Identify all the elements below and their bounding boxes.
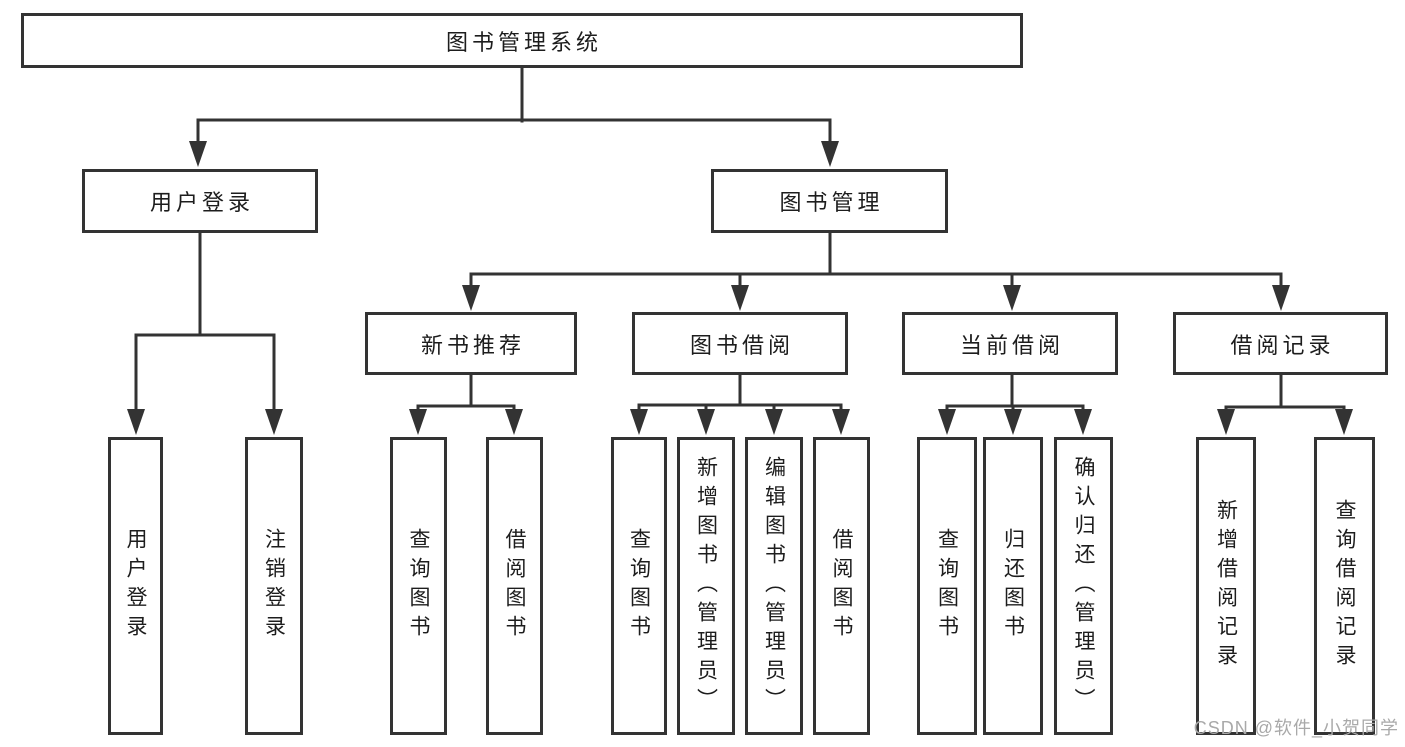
arrow-down-icon (697, 409, 715, 435)
node-label: 新增图书（管理员） (694, 455, 718, 717)
node-label: 图书管理系统 (445, 29, 602, 55)
leaf-query-books-recommend: 查询图书 (390, 437, 447, 735)
leaf-query-books-current: 查询图书 (917, 437, 977, 735)
leaf-add-books-admin: 新增图书（管理员） (677, 437, 735, 735)
arrow-down-icon (409, 409, 427, 435)
node-borrowing-records: 借阅记录 (1173, 312, 1388, 375)
node-user-login: 用户登录 (82, 169, 318, 233)
node-label: 查询图书 (407, 528, 431, 644)
csdn-watermark: CSDN @软件_小贺同学 (1193, 718, 1399, 738)
arrow-down-icon (821, 141, 839, 167)
node-label: 查询图书 (627, 528, 651, 644)
node-label: 当前借阅 (959, 332, 1064, 358)
arrow-down-icon (1217, 409, 1235, 435)
arrow-down-icon (462, 285, 480, 311)
node-book-borrowing: 图书借阅 (632, 312, 848, 375)
arrow-down-icon (127, 409, 145, 435)
leaf-edit-books-admin: 编辑图书（管理员） (745, 437, 803, 735)
node-label: 注销登录 (262, 528, 286, 644)
node-label: 归还图书 (1001, 528, 1025, 644)
arrow-down-icon (630, 409, 648, 435)
connector-line (637, 373, 843, 417)
node-label: 借阅图书 (503, 528, 527, 644)
node-label: 新书推荐 (420, 332, 525, 358)
node-label: 查询图书 (935, 528, 959, 644)
node-label: 新增借阅记录 (1214, 499, 1238, 673)
arrow-down-icon (1335, 409, 1353, 435)
leaf-logout: 注销登录 (245, 437, 303, 735)
leaf-query-borrow-record: 查询借阅记录 (1314, 437, 1375, 735)
arrow-down-icon (1004, 409, 1022, 435)
node-new-book-recommendation: 新书推荐 (365, 312, 577, 375)
node-label: 查询借阅记录 (1333, 499, 1357, 673)
arrow-down-icon (765, 409, 783, 435)
leaf-add-borrow-record: 新增借阅记录 (1196, 437, 1256, 735)
node-label: 借阅图书 (830, 528, 854, 644)
node-label: 用户登录 (149, 190, 254, 215)
node-book-management: 图书管理 (711, 169, 948, 233)
leaf-query-books-borrow: 查询图书 (611, 437, 667, 735)
arrow-down-icon (1003, 285, 1021, 311)
connector-line (134, 231, 276, 417)
arrow-down-icon (938, 409, 956, 435)
arrow-down-icon (265, 409, 283, 435)
leaf-borrow-books: 借阅图书 (813, 437, 870, 735)
node-current-borrowing: 当前借阅 (902, 312, 1118, 375)
node-library-management-system: 图书管理系统 (21, 13, 1023, 68)
node-label: 编辑图书（管理员） (762, 455, 786, 717)
node-label: 图书管理 (779, 190, 884, 215)
arrow-down-icon (832, 409, 850, 435)
node-label: 借阅记录 (1230, 332, 1335, 358)
arrow-down-icon (1074, 409, 1092, 435)
connector-line (469, 231, 1283, 294)
connector-line (416, 373, 516, 417)
connector-line (1224, 373, 1346, 417)
node-label: 确认归还（管理员） (1072, 455, 1096, 717)
arrow-down-icon (731, 285, 749, 311)
leaf-borrow-books-recommend: 借阅图书 (486, 437, 543, 735)
arrow-down-icon (505, 409, 523, 435)
connector-line (196, 66, 832, 150)
node-label: 用户登录 (124, 528, 148, 644)
leaf-return-books: 归还图书 (983, 437, 1043, 735)
leaf-user-login: 用户登录 (108, 437, 163, 735)
arrow-down-icon (1272, 285, 1290, 311)
leaf-confirm-return-admin: 确认归还（管理员） (1054, 437, 1113, 735)
node-label: 图书借阅 (689, 332, 794, 358)
arrow-down-icon (189, 141, 207, 167)
